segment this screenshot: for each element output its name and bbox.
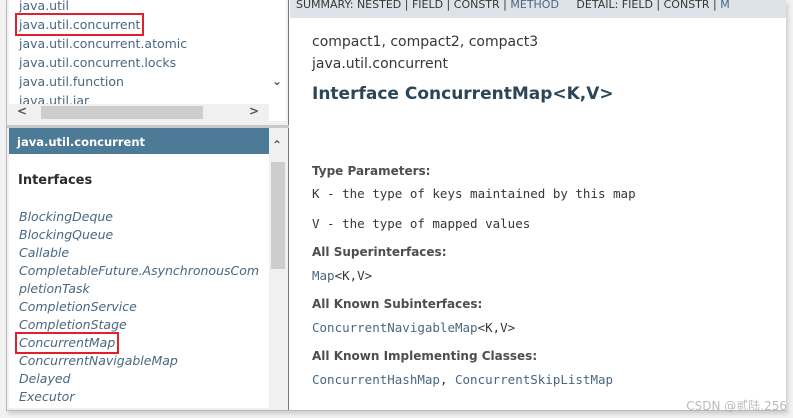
- package-name: java.util.concurrent: [312, 56, 449, 72]
- interface-link[interactable]: Callable: [19, 245, 70, 260]
- superinterfaces: Map<K,V>: [312, 268, 373, 283]
- page-title: Interface ConcurrentMap<K,V>: [312, 84, 614, 104]
- interface-link[interactable]: CompletionService: [19, 299, 137, 314]
- chevron-left-icon[interactable]: <: [17, 104, 28, 118]
- class-detail-frame: SUMMARY: NESTED | FIELD | CONSTR | METHO…: [290, 0, 786, 410]
- type-params-label: Type Parameters:: [312, 164, 431, 178]
- vertical-scrollbar[interactable]: ⌄: [269, 0, 286, 104]
- interface-link[interactable]: ConcurrentMap: [14, 332, 120, 354]
- watermark: CSDN @贰陆.256: [686, 399, 787, 413]
- vertical-scrollbar[interactable]: ⌃: [269, 128, 286, 408]
- interface-link[interactable]: Executor: [19, 389, 75, 404]
- scrollbar-thumb[interactable]: [271, 162, 285, 269]
- superinterfaces-label: All Superinterfaces:: [312, 245, 447, 259]
- interfaces-heading: Interfaces: [18, 173, 93, 188]
- type-param-k: K - the type of keys maintained by this …: [312, 186, 636, 201]
- class-list-frame: java.util.concurrent Interfaces Blocking…: [9, 128, 286, 408]
- profiles: compact1, compact2, compact3: [312, 34, 539, 50]
- package-title-bar[interactable]: java.util.concurrent: [9, 128, 269, 154]
- chevron-down-icon[interactable]: ⌄: [272, 74, 283, 88]
- method-detail-link[interactable]: M: [720, 0, 730, 11]
- chevron-right-icon[interactable]: >: [249, 104, 260, 118]
- package-link[interactable]: java.util.concurrent: [14, 13, 145, 36]
- package-link[interactable]: java.util.function: [19, 74, 124, 89]
- frame-divider[interactable]: [7, 125, 289, 128]
- implementing-classes-label: All Known Implementing Classes:: [312, 349, 538, 363]
- summary-nav[interactable]: SUMMARY: NESTED | FIELD | CONSTR |: [296, 0, 511, 11]
- subinterfaces: ConcurrentNavigableMap<K,V>: [312, 320, 516, 335]
- method-link[interactable]: METHOD: [510, 0, 559, 11]
- map-link[interactable]: Map: [312, 268, 335, 283]
- sub-nav: SUMMARY: NESTED | FIELD | CONSTR | METHO…: [290, 0, 786, 18]
- package-link[interactable]: java.util: [19, 0, 69, 13]
- interface-link[interactable]: ConcurrentNavigableMap: [19, 353, 178, 368]
- type-param-v: V - the type of mapped values: [312, 216, 531, 231]
- interface-link[interactable]: BlockingQueue: [19, 227, 114, 242]
- interface-link[interactable]: BlockingDeque: [19, 209, 114, 224]
- concurrent-hash-map-link[interactable]: ConcurrentHashMap: [312, 372, 440, 387]
- interface-link[interactable]: CompletionStage: [19, 317, 127, 332]
- horizontal-scrollbar[interactable]: < >: [9, 104, 269, 121]
- concurrent-navigable-map-link[interactable]: ConcurrentNavigableMap: [312, 320, 478, 335]
- implementing-classes: ConcurrentHashMap, ConcurrentSkipListMap: [312, 372, 614, 387]
- package-link[interactable]: java.util.concurrent.atomic: [19, 36, 188, 51]
- interface-link[interactable]: CompletableFuture.AsynchronousCompletion…: [19, 263, 260, 296]
- subinterfaces-label: All Known Subinterfaces:: [312, 297, 483, 311]
- package-link[interactable]: java.util.concurrent.locks: [19, 55, 177, 70]
- scrollbar-thumb[interactable]: [41, 106, 203, 119]
- concurrent-skip-list-map-link[interactable]: ConcurrentSkipListMap: [455, 372, 614, 387]
- detail-nav[interactable]: DETAIL: FIELD | CONSTR |: [576, 0, 721, 11]
- interface-link[interactable]: Delayed: [19, 371, 71, 386]
- chevron-up-icon[interactable]: ⌃: [272, 138, 283, 152]
